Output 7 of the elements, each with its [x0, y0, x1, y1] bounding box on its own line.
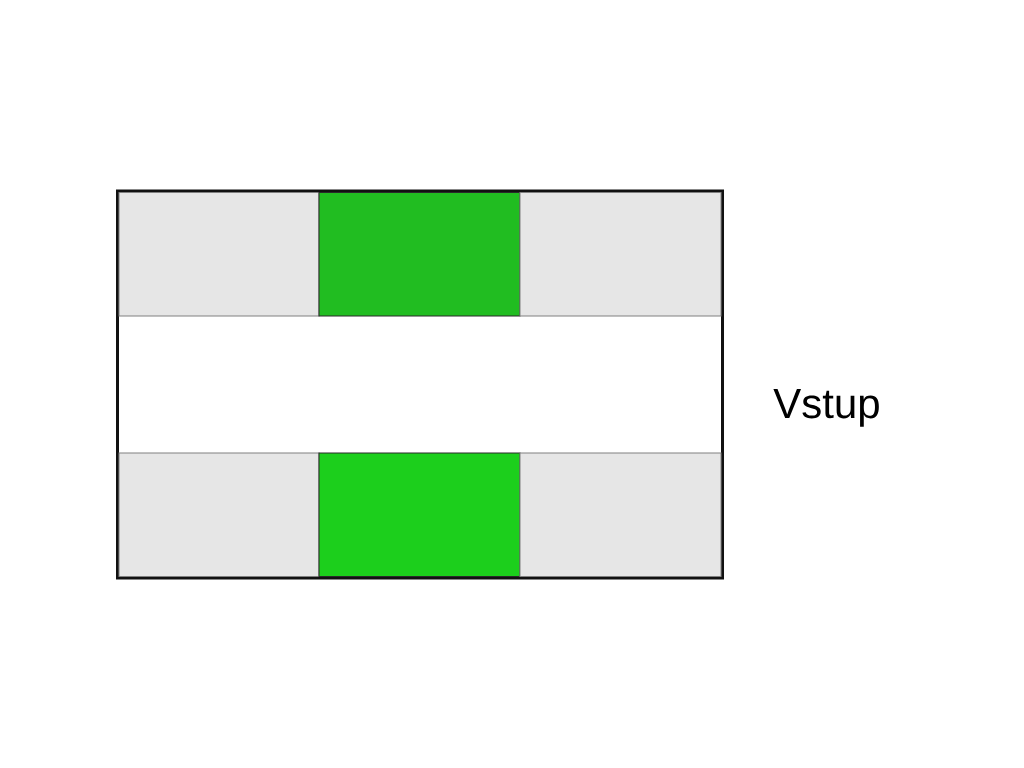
- side-tile: [118, 452, 320, 577]
- center-tile: [318, 192, 521, 317]
- side-tile: [118, 192, 320, 317]
- side-tile: [519, 452, 722, 577]
- center-tile: [318, 452, 521, 577]
- text-label: Vstup: [773, 389, 879, 427]
- side-tile: [519, 192, 722, 317]
